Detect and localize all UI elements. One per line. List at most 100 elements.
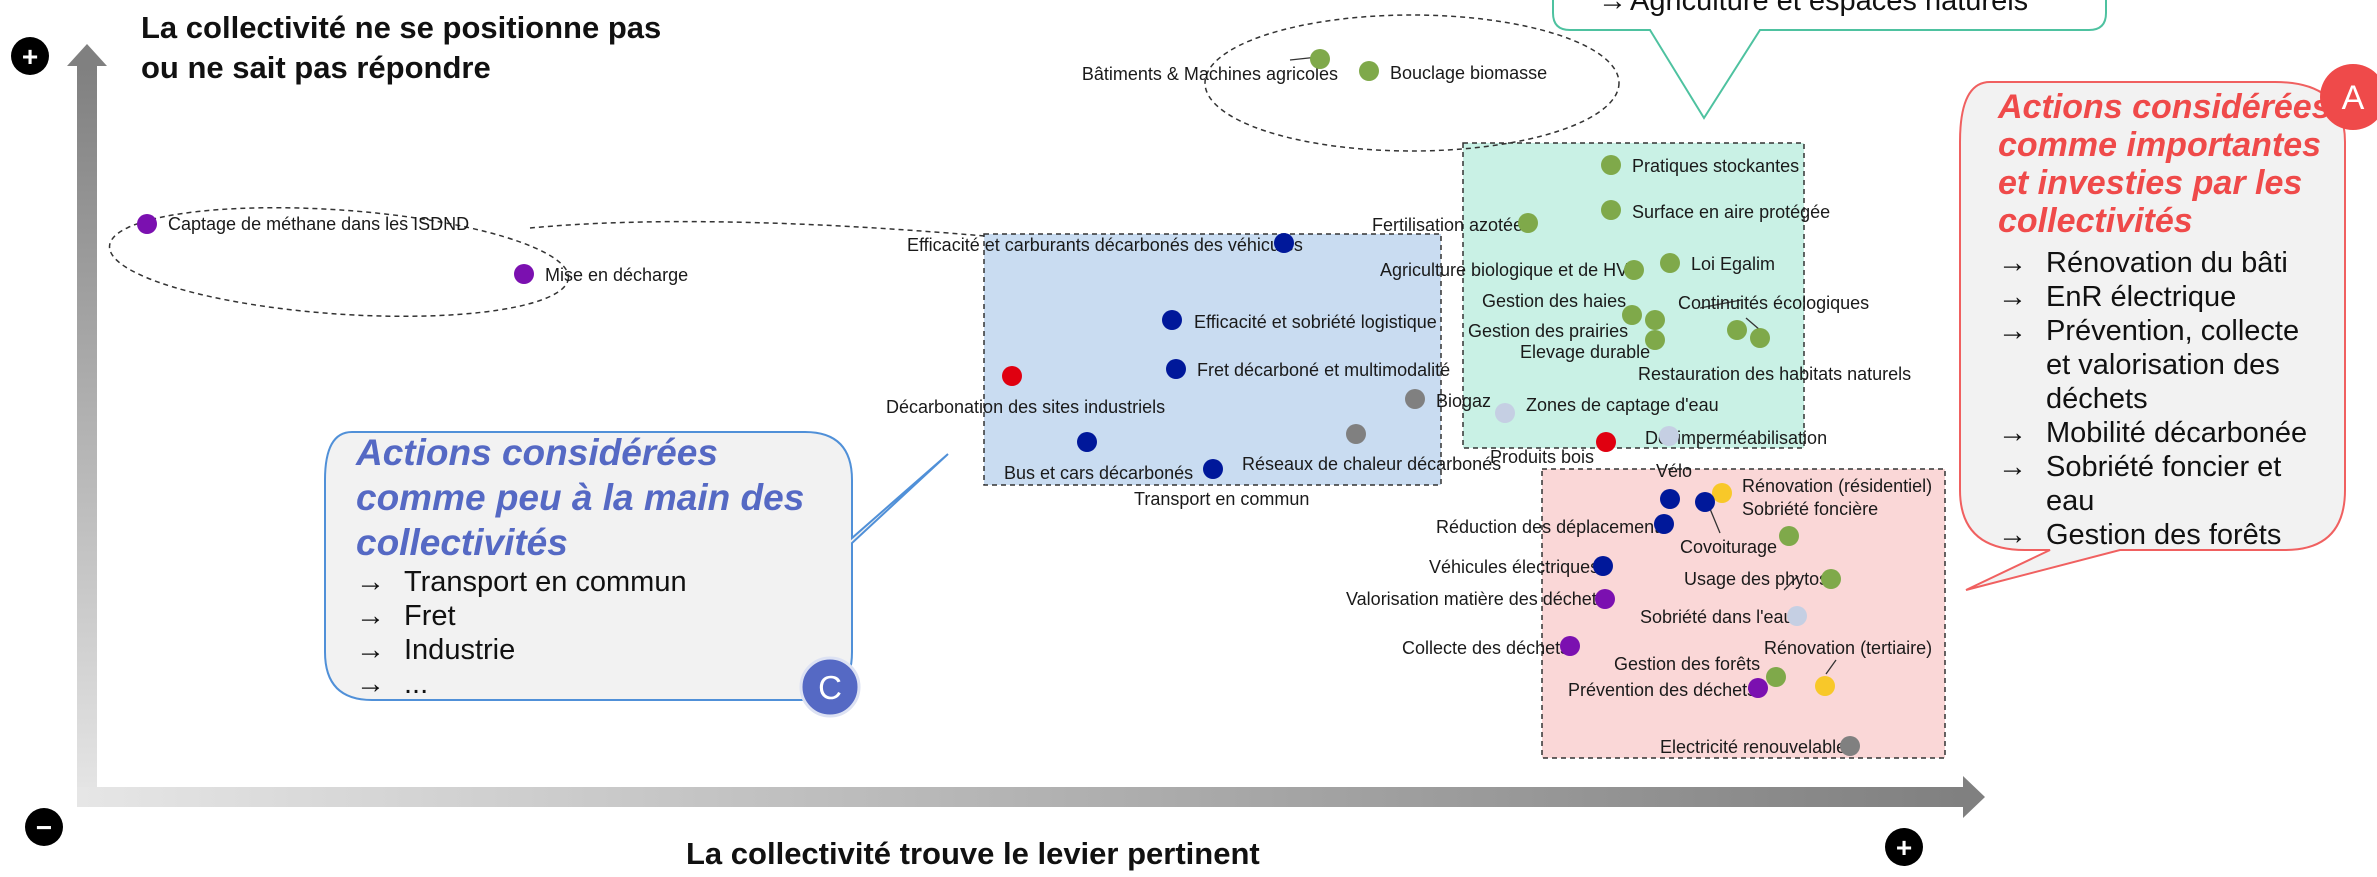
point-label: Fret décarboné et multimodalité — [1197, 360, 1450, 380]
plus-icon — [11, 37, 49, 75]
chart-point: Usage des phytos — [1684, 569, 1841, 589]
arrow-icon: → — [1998, 451, 2027, 483]
point-label: Bus et cars décarbonés — [1004, 463, 1193, 483]
plus-icon — [1885, 828, 1923, 866]
list-item-text: eau — [2046, 485, 2095, 517]
top-callout-arrow: → — [1598, 0, 1627, 17]
point-marker — [1815, 676, 1835, 696]
point-label: Vélo — [1656, 461, 1692, 481]
point-marker — [1622, 305, 1642, 325]
list-item-text: déchets — [2046, 383, 2148, 415]
point-label: Restauration des habitats naturels — [1638, 364, 1911, 384]
chart-point: Biogaz — [1405, 389, 1491, 411]
x-axis-title: La collectivité trouve le levier pertine… — [686, 836, 1260, 871]
right-callout-list: → Rénovation du bâti →EnR électrique → Pr… — [1998, 246, 2338, 552]
point-label: Gestion des forêts — [1614, 654, 1760, 674]
arrow-icon: → — [1998, 519, 2027, 551]
point-label: Réseaux de chaleur décarbonés — [1242, 454, 1501, 474]
chart-point: Vélo — [1656, 461, 1692, 509]
point-marker — [1624, 260, 1644, 280]
chart-point: Rénovation (résidentiel) — [1712, 476, 1932, 503]
arrow-icon: → — [356, 566, 385, 598]
point-label: Agriculture biologique et de HVE — [1380, 260, 1640, 280]
chart-point: Efficacité et carburants décarbonés des … — [907, 233, 1303, 255]
point-label: Sobriété dans l'eau — [1640, 607, 1794, 627]
point-marker — [1645, 310, 1665, 330]
badge-A — [2320, 64, 2377, 130]
list-item-text: Fret — [404, 600, 456, 632]
chart-point: Covoiturage — [1680, 492, 1777, 557]
point-label: Surface en aire protégée — [1632, 202, 1830, 222]
point-label: Rénovation (résidentiel) — [1742, 476, 1932, 496]
zone-agriculture — [1462, 142, 1805, 449]
point-marker — [1645, 330, 1665, 350]
arrow-icon: → — [356, 600, 385, 632]
chart-point: Restauration des habitats naturels — [1638, 328, 1911, 384]
zone-transport-industry — [983, 233, 1442, 486]
list-item-text: Rénovation du bâti — [2046, 247, 2288, 279]
list-item: → Rénovation du bâti — [1998, 246, 2338, 280]
list-item: → Fret — [356, 599, 826, 633]
list-item-text: Gestion des forêts — [2046, 519, 2282, 551]
point-label: Pratiques stockantes — [1632, 156, 1799, 176]
point-label: Transport en commun — [1134, 489, 1309, 509]
chart-point: Fret décarboné et multimodalité — [1166, 359, 1450, 380]
point-marker — [1359, 61, 1379, 81]
point-label: Collecte des déchets — [1402, 638, 1569, 658]
list-item: →EnR électrique — [1998, 280, 2338, 314]
list-item-text: ... — [404, 668, 429, 700]
point-marker — [1310, 49, 1330, 69]
point-label: Sobriété foncière — [1742, 499, 1878, 519]
chart-point: Décarbonation des sites industriels — [886, 366, 1165, 417]
chart-point: Fertilisation azotée — [1372, 213, 1538, 235]
list-item: → Prévention, collecte et valorisation d… — [1998, 314, 2338, 416]
point-label: Efficacité et sobriété logistique — [1194, 312, 1437, 332]
origin-minus-symbol: − — [36, 812, 52, 843]
badge-A-label: A — [2342, 79, 2365, 117]
chart-point: Véhicules électriques — [1429, 556, 1613, 577]
y-axis-arrowhead — [67, 44, 107, 66]
heading-line: collectivités — [356, 522, 568, 563]
chart-point: Valorisation matière des déchets — [1346, 589, 1615, 609]
point-label: Usage des phytos — [1684, 569, 1828, 589]
arrow-icon: → — [1998, 247, 2027, 279]
leader-line — [1745, 317, 1761, 331]
point-label: Covoiturage — [1680, 537, 1777, 557]
point-marker — [1166, 359, 1186, 379]
waste-cluster-link — [529, 220, 986, 237]
arrow-icon: → — [356, 634, 385, 666]
list-item: →Transport en commun — [356, 565, 826, 599]
point-marker — [1595, 589, 1615, 609]
point-marker — [1821, 569, 1841, 589]
point-marker — [1654, 514, 1674, 534]
heading-line: Actions considérées — [356, 432, 718, 473]
chart-point: Surface en aire protégée — [1601, 200, 1830, 222]
point-label: Prévention des déchets — [1568, 680, 1756, 700]
heading-line: comme importantes — [1998, 126, 2322, 164]
top-callout-item: Agriculture et espaces naturels — [1630, 0, 2028, 17]
point-label: Décarbonation des sites industriels — [886, 397, 1165, 417]
heading-line: collectivités — [1998, 202, 2193, 240]
chart-point: Pratiques stockantes — [1601, 155, 1799, 176]
point-label: Gestion des haies — [1482, 291, 1626, 311]
point-label: Gestion des prairies — [1468, 321, 1628, 341]
point-label: Biogaz — [1436, 391, 1491, 411]
point-label: Zones de captage d'eau — [1526, 395, 1719, 415]
list-item: → Sobriété foncier et eau — [1998, 450, 2338, 518]
point-marker — [1203, 459, 1223, 479]
chart-point: Agriculture biologique et de HVE — [1380, 260, 1644, 280]
point-label: Loi Egalim — [1691, 254, 1775, 274]
heading-line: Actions considérées — [1998, 88, 2331, 126]
y-plus-symbol: + — [22, 41, 38, 72]
list-item: →Industrie — [356, 633, 826, 667]
badge-C-label: C — [818, 669, 842, 706]
y-axis-line — [77, 66, 97, 801]
point-marker — [1601, 200, 1621, 220]
point-marker — [1596, 432, 1616, 452]
point-marker — [1748, 678, 1768, 698]
left-callout-list: →Transport en commun → Fret →Industrie →.… — [356, 565, 826, 701]
zone-priority-actions — [1541, 468, 1946, 759]
point-label: Mise en décharge — [545, 265, 688, 285]
list-item-text: et valorisation des — [2046, 349, 2280, 381]
